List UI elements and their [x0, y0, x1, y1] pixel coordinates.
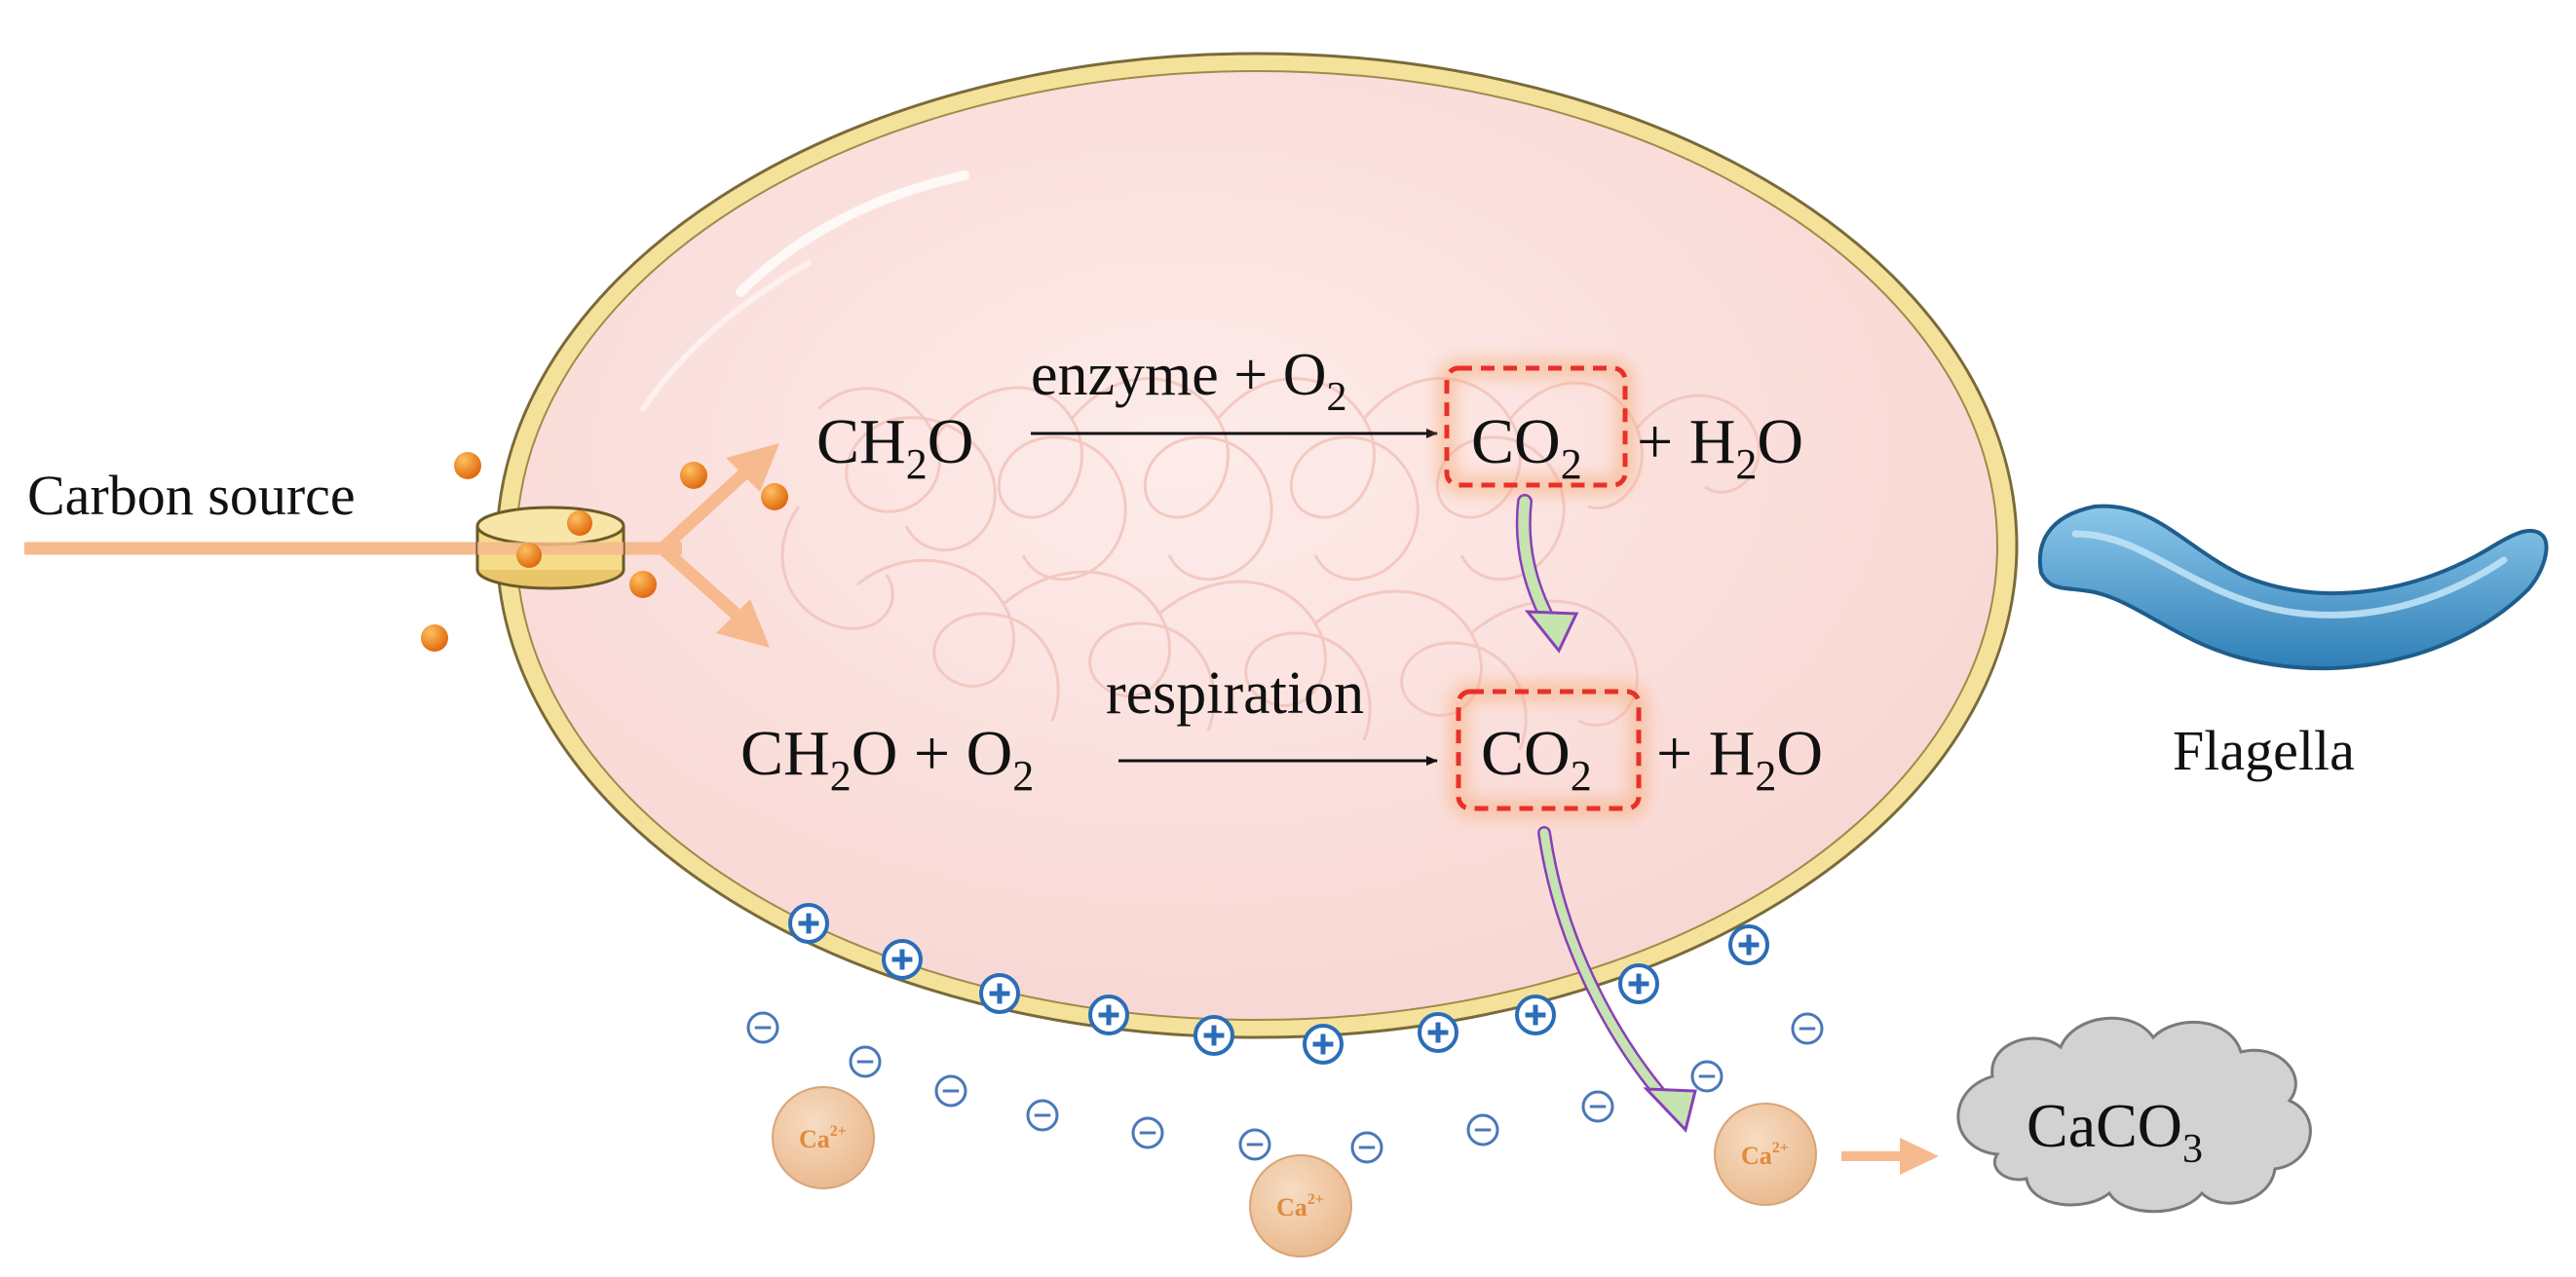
- negative-ion: [1238, 1128, 1271, 1161]
- positive-ion: [1618, 963, 1659, 1004]
- reaction1-reactant: CH2O: [816, 406, 973, 488]
- positive-ion: [1088, 995, 1129, 1035]
- reaction-1: CH2O enzyme + O2 CO2 + H2O: [816, 342, 1803, 493]
- negative-ion: [1026, 1099, 1059, 1132]
- reaction-2: CH2O + O2 respiration CO2 + H2O: [740, 660, 1823, 816]
- reaction2-condition: respiration: [1106, 660, 1364, 727]
- caco3-precipitate: CaCO3: [1956, 1016, 2312, 1214]
- positive-ion: [882, 939, 923, 980]
- positive-ion: [1303, 1024, 1344, 1065]
- carbon-particle: [516, 543, 542, 568]
- reaction2-co2-box: [1451, 684, 1647, 816]
- negative-ion: [1690, 1060, 1724, 1093]
- flagella-label: Flagella: [2173, 719, 2355, 782]
- carbon-particle: [629, 571, 657, 598]
- co2-flow-arrow-2: [1537, 826, 1697, 1134]
- positive-ion: [1515, 995, 1556, 1035]
- carbon-particle: [680, 462, 707, 489]
- reaction2-co2: CO2: [1481, 718, 1592, 800]
- negative-ion: [1466, 1113, 1499, 1146]
- negative-ion: [1791, 1012, 1824, 1045]
- membrane-channel: [475, 506, 625, 590]
- negative-ion: [849, 1045, 882, 1078]
- calcium-ion: Ca2+: [1714, 1103, 1817, 1206]
- reaction1-co2: CO2: [1471, 406, 1582, 488]
- bacterial-cell: [495, 52, 2019, 1039]
- positive-ion: [1193, 1015, 1234, 1056]
- nucleoid-dna: [780, 377, 1761, 751]
- reaction1-co2-box: [1439, 360, 1633, 493]
- caco3-label: CaCO3: [2027, 1091, 2203, 1172]
- carbon-particle: [454, 452, 481, 479]
- positive-ion: [979, 973, 1020, 1014]
- negative-ion: [1581, 1090, 1614, 1123]
- carbon-source-label: Carbon source: [27, 464, 356, 527]
- svg-text:Ca2+: Ca2+: [1741, 1140, 1789, 1170]
- positive-ion: [1728, 924, 1769, 965]
- co2-flow-arrow-1: [1515, 494, 1579, 654]
- carbon-particle: [421, 624, 448, 652]
- flagellum: [2037, 504, 2549, 671]
- negative-ion: [1131, 1116, 1164, 1149]
- precipitation-arrow: [1841, 1138, 1939, 1175]
- reaction1-condition: enzyme + O2: [1031, 342, 1347, 420]
- negative-ion: [934, 1074, 967, 1108]
- positive-ions: [788, 903, 1769, 1065]
- negative-ion: [1350, 1131, 1383, 1164]
- svg-text:Ca2+: Ca2+: [799, 1123, 847, 1153]
- reaction2-water: + H2O: [1656, 718, 1823, 800]
- calcium-ion: Ca2+: [1249, 1154, 1352, 1258]
- reaction1-water: + H2O: [1637, 406, 1803, 488]
- carbon-particles: [421, 452, 788, 652]
- carbon-particle: [567, 510, 592, 536]
- calcium-ion: Ca2+: [772, 1086, 875, 1189]
- negative-ion: [746, 1011, 779, 1044]
- svg-text:Ca2+: Ca2+: [1276, 1191, 1324, 1221]
- positive-ion: [1418, 1012, 1458, 1053]
- reaction2-reactants: CH2O + O2: [740, 718, 1034, 800]
- positive-ion: [788, 903, 829, 944]
- carbon-particle: [761, 483, 788, 510]
- negative-ions: [746, 1011, 1824, 1164]
